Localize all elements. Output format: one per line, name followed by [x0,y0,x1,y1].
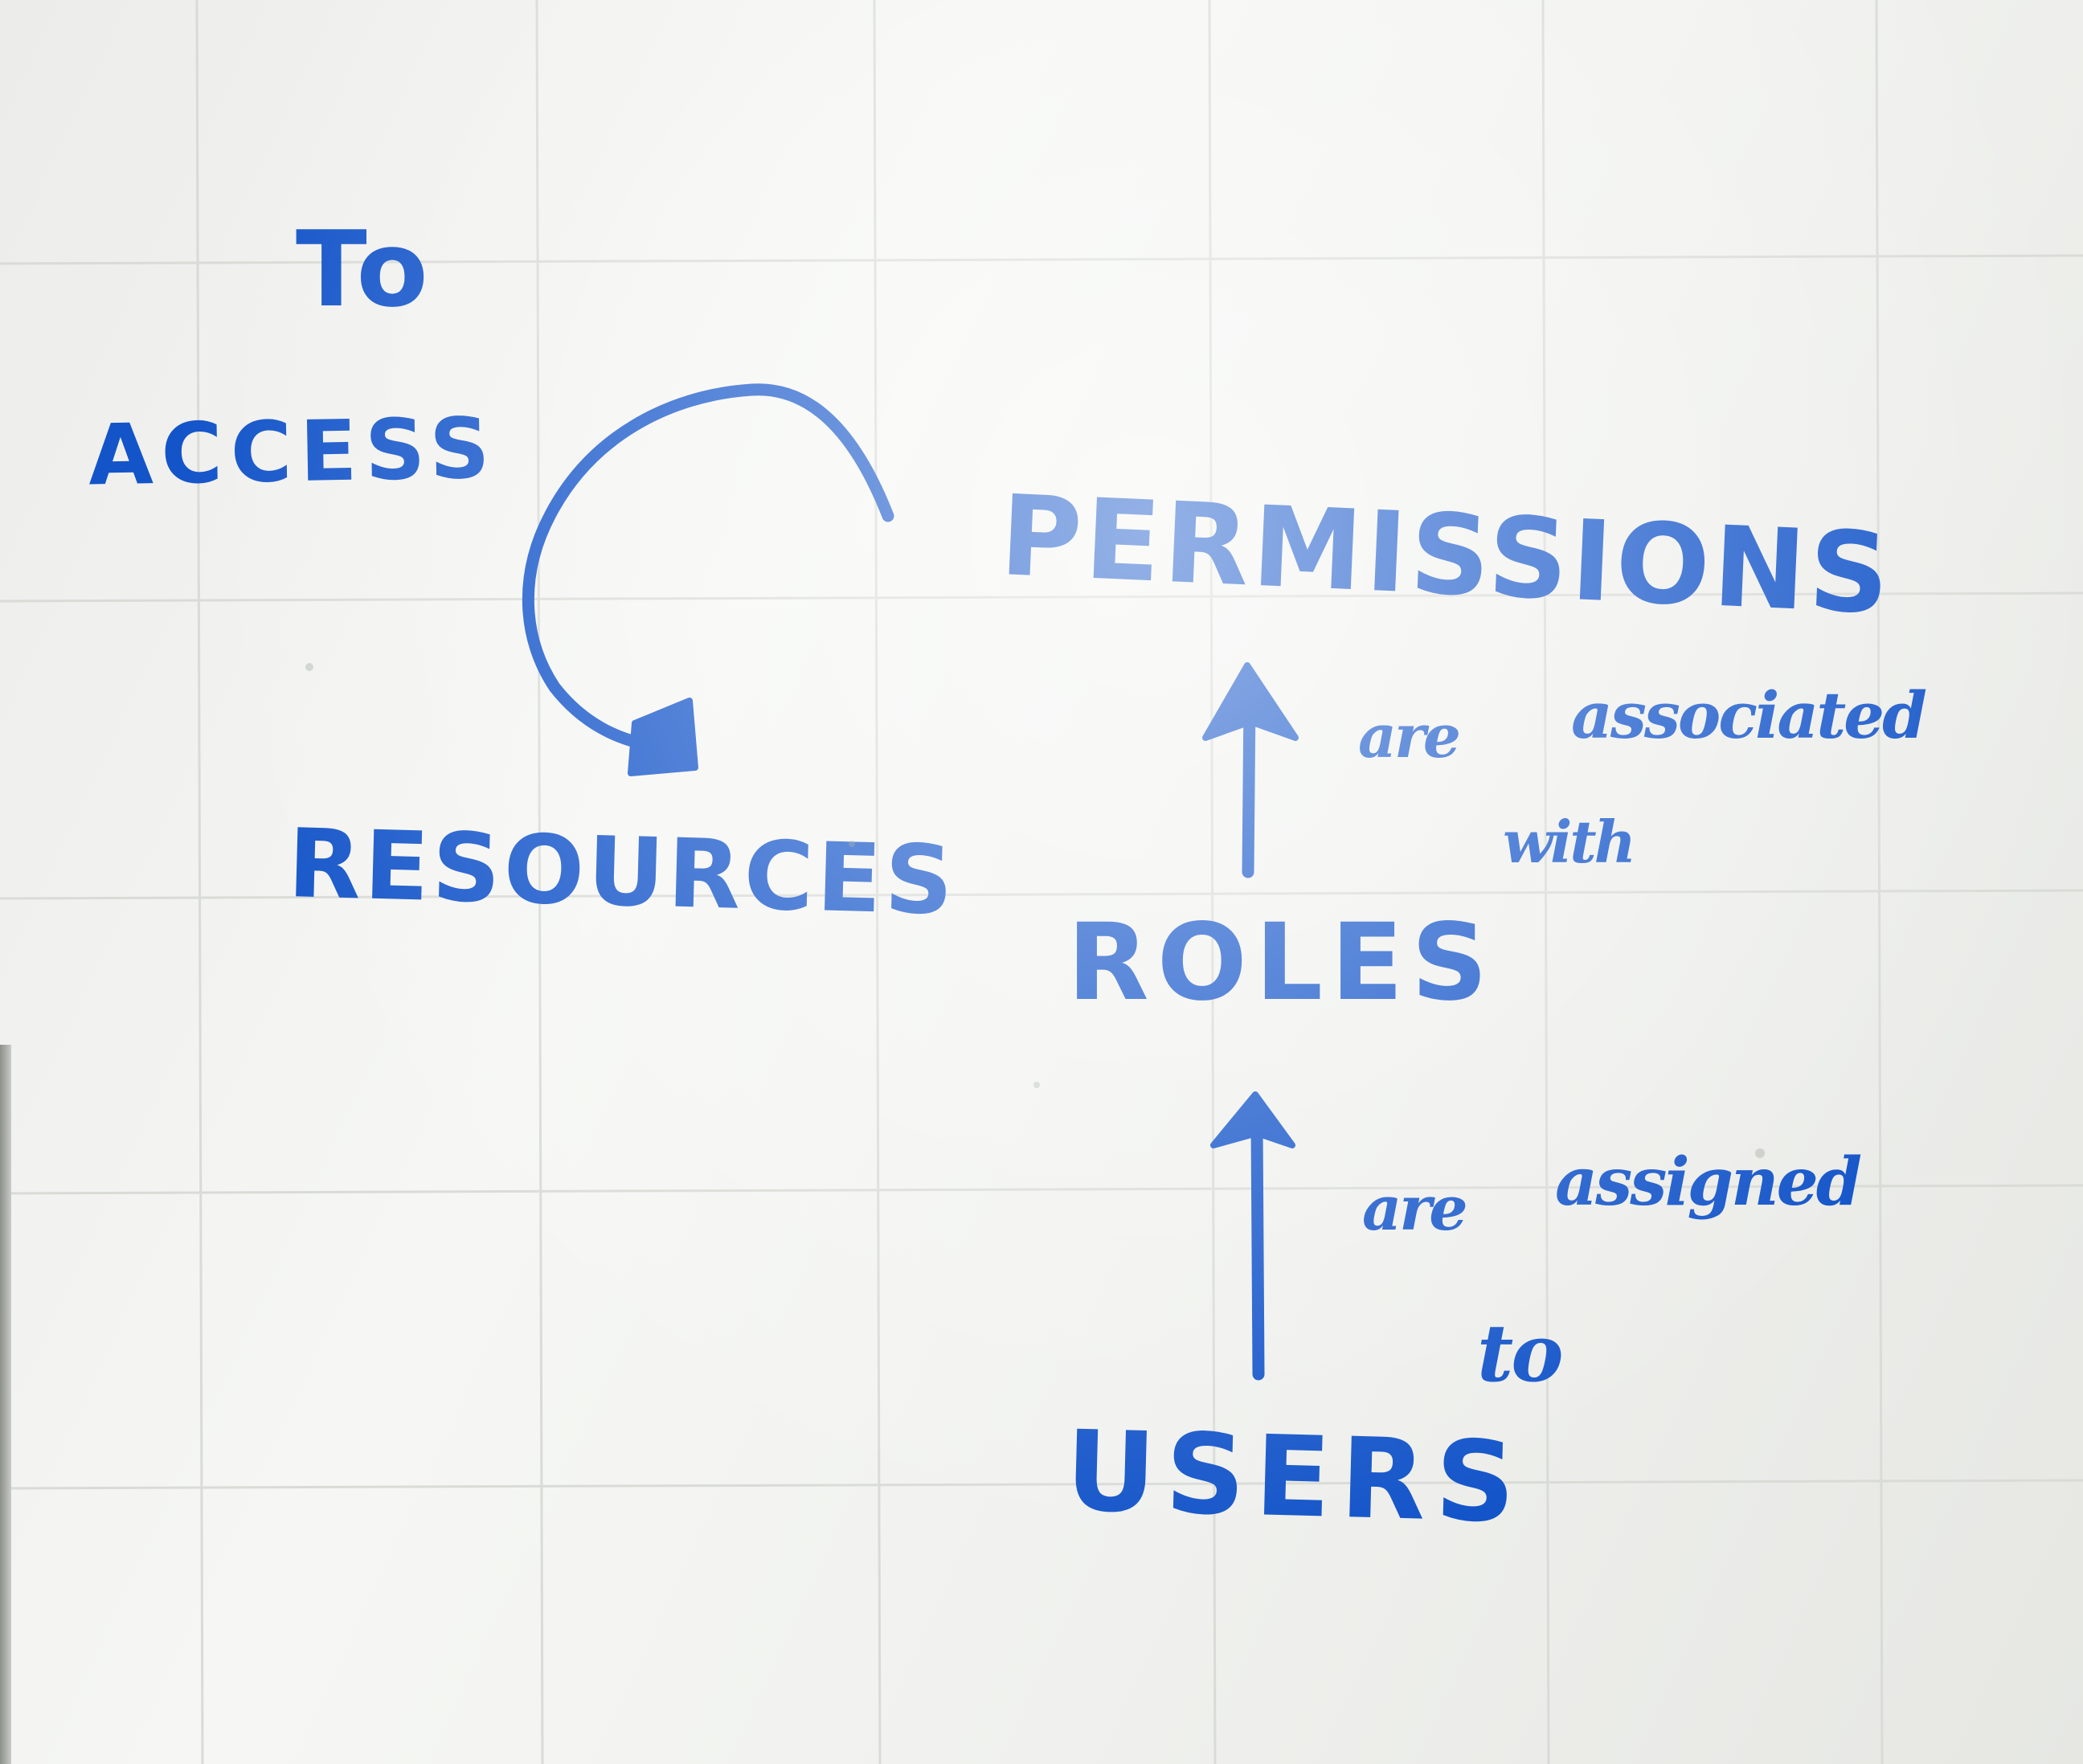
annotation-assigned: assigned [1555,1144,1862,1221]
curved-arrow-permissions-to-resources [522,383,894,752]
label-to: To [296,208,432,330]
arrow-shaft-users-to-roles [1250,1119,1265,1381]
board-smudge [305,663,313,671]
grid-line [1875,0,1884,1764]
whiteboard-frame-edge [0,1045,11,1764]
board-smudge [1033,1082,1040,1088]
arrowhead-roles [1210,1091,1295,1148]
arrowhead-curved [628,698,698,776]
grid-line [0,889,2083,900]
arrow-shaft-roles-to-permissions [1242,693,1256,878]
annotation-are: are [1358,702,1461,771]
grid-line [0,591,2083,603]
annotation-to: to [1477,1308,1564,1400]
annotation-associated: associated [1571,677,1927,753]
grid-line [0,1479,2083,1490]
arrowhead-permissions [1202,662,1299,741]
grid-line [535,0,544,1764]
grid-line [873,0,882,1764]
grid-line [1208,0,1217,1764]
grid-line [1541,0,1550,1764]
grid-line [0,254,2083,265]
board-smudge [1755,1148,1765,1158]
annotation-are: are [1362,1173,1468,1244]
node-roles: ROLES [1067,901,1496,1025]
board-smudge [849,841,855,847]
grid-line [0,1184,2083,1195]
annotation-with: with [1503,808,1636,876]
grid-line [195,0,204,1764]
